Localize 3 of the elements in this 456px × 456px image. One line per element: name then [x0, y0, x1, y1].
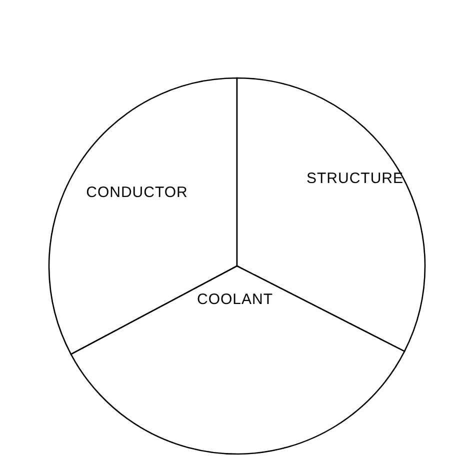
sector-label: CONDUCTOR	[86, 182, 188, 203]
sector-label: STRUCTURE	[306, 168, 404, 189]
sector-label: COOLANT	[197, 290, 273, 310]
